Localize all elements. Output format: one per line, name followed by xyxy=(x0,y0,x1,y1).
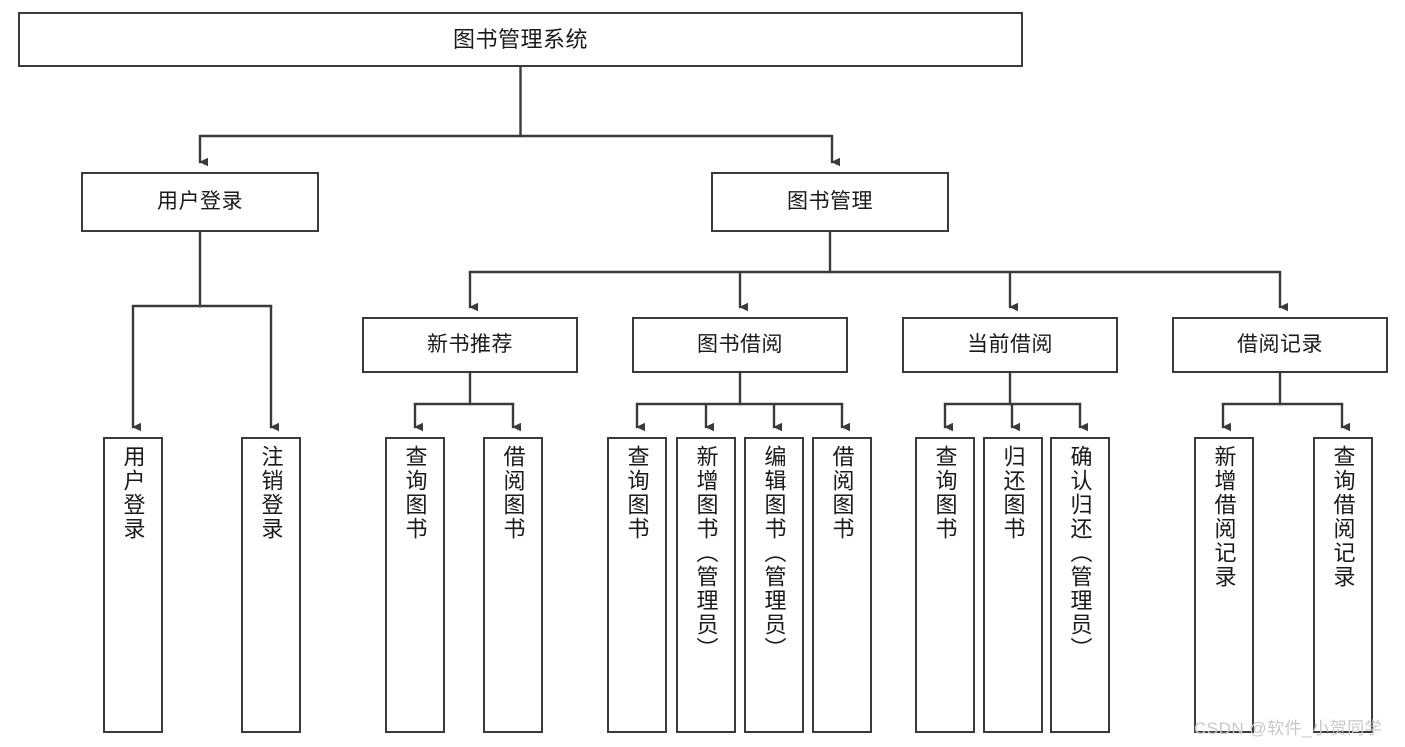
node-label: 注销登录 xyxy=(258,445,284,541)
node-borrow-record[interactable]: 借阅记录 xyxy=(1172,317,1388,373)
leaf-query-book-borrow[interactable]: 查询图书 xyxy=(607,437,667,733)
node-root-system[interactable]: 图书管理系统 xyxy=(18,12,1023,67)
leaf-return-book[interactable]: 归还图书 xyxy=(983,437,1043,733)
node-label: 新增图书（管理员） xyxy=(693,445,719,661)
node-label: 图书管理系统 xyxy=(452,26,588,52)
leaf-query-book-current[interactable]: 查询图书 xyxy=(915,437,975,733)
node-book-borrow[interactable]: 图书借阅 xyxy=(632,317,848,373)
leaf-query-borrow-record[interactable]: 查询借阅记录 xyxy=(1313,437,1373,733)
node-label: 新增借阅记录 xyxy=(1211,445,1237,589)
node-label: 借阅图书 xyxy=(829,445,855,541)
node-current-borrow[interactable]: 当前借阅 xyxy=(902,317,1118,373)
node-book-manage[interactable]: 图书管理 xyxy=(711,172,949,232)
node-label: 确认归还（管理员） xyxy=(1067,445,1093,661)
leaf-user-login[interactable]: 用户登录 xyxy=(103,437,163,733)
node-label: 当前借阅 xyxy=(967,332,1053,356)
node-label: 编辑图书（管理员） xyxy=(761,445,787,661)
leaf-query-book-recommend[interactable]: 查询图书 xyxy=(385,437,445,733)
node-label: 查询借阅记录 xyxy=(1330,445,1356,589)
node-label: 归还图书 xyxy=(1000,445,1026,541)
node-user-login[interactable]: 用户登录 xyxy=(81,172,319,232)
leaf-logout-login[interactable]: 注销登录 xyxy=(241,437,301,733)
node-label: 用户登录 xyxy=(120,445,146,541)
node-label: 借阅图书 xyxy=(500,445,526,541)
leaf-add-book[interactable]: 新增图书（管理员） xyxy=(676,437,736,733)
node-label: 用户登录 xyxy=(157,189,243,213)
leaf-confirm-return[interactable]: 确认归还（管理员） xyxy=(1050,437,1110,733)
node-label: 查询图书 xyxy=(402,445,428,541)
node-label: 图书管理 xyxy=(787,189,873,213)
node-label: 借阅记录 xyxy=(1237,332,1323,356)
watermark-text: CSDN @软件_小贺同学 xyxy=(1194,719,1383,738)
node-label: 新书推荐 xyxy=(427,332,513,356)
leaf-borrow-book-recommend[interactable]: 借阅图书 xyxy=(483,437,543,733)
leaf-edit-book[interactable]: 编辑图书（管理员） xyxy=(744,437,804,733)
node-label: 图书借阅 xyxy=(697,332,783,356)
node-new-book-recommend[interactable]: 新书推荐 xyxy=(362,317,578,373)
leaf-borrow-book[interactable]: 借阅图书 xyxy=(812,437,872,733)
node-label: 查询图书 xyxy=(932,445,958,541)
node-label: 查询图书 xyxy=(624,445,650,541)
leaf-add-borrow-record[interactable]: 新增借阅记录 xyxy=(1194,437,1254,733)
